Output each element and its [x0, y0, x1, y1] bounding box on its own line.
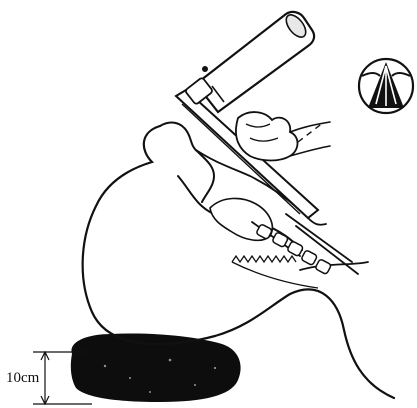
teeth — [256, 224, 332, 275]
neck-and-shoulder — [215, 289, 394, 398]
height-label: 10cm — [6, 370, 40, 386]
patient-head — [83, 126, 215, 344]
laryngoscope-handle — [185, 11, 314, 112]
operator-hand — [236, 112, 298, 160]
glottis-view-inset — [359, 59, 413, 113]
face-profile — [160, 123, 214, 202]
blade-tip — [308, 218, 326, 225]
